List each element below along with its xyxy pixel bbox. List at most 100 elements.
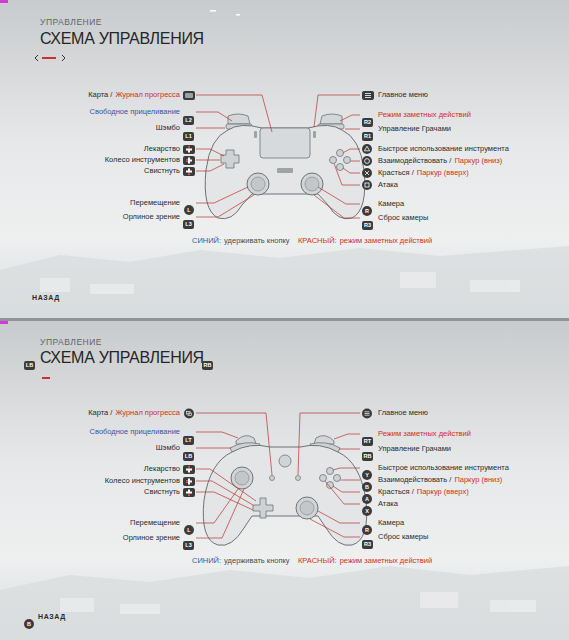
button-glyph: RB [202, 361, 213, 370]
control-label: Камера [378, 199, 404, 209]
button-icon: B [362, 475, 372, 493]
button-icon: R3 [362, 532, 373, 550]
button-glyph: LT [183, 436, 194, 445]
label-row: Камера [378, 199, 404, 209]
control-label: Режим заметных действий [378, 110, 471, 120]
control-label: Быстрое использование инструмента [378, 463, 509, 473]
button-glyph: RT [362, 437, 373, 446]
leader-lines [196, 95, 360, 538]
label-row: Перемещение [130, 198, 180, 208]
screen-section: УПРАВЛЕНИЕ [40, 17, 102, 27]
button-icon: R [362, 199, 372, 217]
legend-key: КРАСНЫЙ: [298, 236, 337, 246]
button-icon: A [362, 487, 372, 505]
button-icon: LB [24, 353, 35, 371]
label-row: Лекарство [144, 144, 180, 154]
button-glyph: L3 [183, 541, 194, 550]
control-label: Атака [378, 499, 398, 509]
label-row: СИНИЙ:удерживать кнопку [192, 236, 290, 246]
control-label: Атака [378, 180, 398, 190]
label-row: Сброс камеры [378, 213, 428, 223]
button-icon: R2 [362, 110, 373, 128]
control-label: Свистнуть [144, 166, 180, 176]
control-label: Карта / [88, 90, 112, 100]
control-label: Орлиное зрение [123, 533, 180, 543]
control-label: Колесо инструментов [105, 155, 180, 165]
button-icon: L [184, 518, 194, 536]
button-icon: R3 [362, 213, 373, 231]
label-row: Главное меню [378, 408, 428, 418]
button-icon: LB [183, 444, 194, 462]
label-row: СХЕМА УПРАВЛЕНИЯ [40, 29, 204, 49]
legend-key: СИНИЙ: [192, 236, 221, 246]
screen-title: СХЕМА УПРАВЛЕНИЯ [40, 348, 204, 368]
button-icon: L3 [183, 533, 194, 551]
label-row: УПРАВЛЕНИЕ [40, 337, 102, 347]
label-row: Шэмбо [156, 123, 180, 133]
button-glyph: RB [362, 452, 373, 461]
label-row: Свободное прицеливание [90, 107, 180, 117]
control-label: Перемещение [130, 198, 180, 208]
label-row: КРАСНЫЙ:режим заметных действий [298, 556, 432, 566]
button-glyph: L1 [183, 132, 194, 141]
control-label: Режим заметных действий [378, 429, 471, 439]
label-row: Режим заметных действий [378, 429, 471, 439]
ps4-controller [205, 114, 365, 219]
panel-divider [0, 318, 569, 321]
control-label: Перемещение [130, 518, 180, 528]
control-label: Быстрое использование инструмента [378, 144, 509, 154]
legend-key: КРАСНЫЙ: [298, 556, 337, 566]
accent-mark [0, 321, 8, 324]
label-row: СХЕМА УПРАВЛЕНИЯ [40, 348, 204, 368]
control-label: Карта / [88, 408, 112, 418]
label-row: Колесо инструментов [105, 155, 180, 165]
control-label: Колесо инструментов [105, 476, 180, 486]
screen-title: СХЕМА УПРАВЛЕНИЯ [40, 29, 204, 49]
label-row: Свистнуть [144, 487, 180, 497]
button-glyph: LB [24, 361, 35, 370]
button-icon: LT [183, 428, 194, 446]
button-icon: RB [362, 444, 373, 462]
accent-mark [210, 10, 216, 12]
city-blocks [40, 272, 536, 614]
tab-marks [35, 55, 65, 379]
button-glyph: L3 [183, 220, 194, 229]
legend-text: удерживать кнопку [224, 236, 290, 246]
label-row: Главное меню [378, 90, 428, 100]
control-label: Главное меню [378, 90, 428, 100]
control-label: Свистнуть [144, 487, 180, 497]
button-glyph: L2 [183, 116, 194, 125]
control-label: Журнал прогресса [115, 90, 180, 100]
control-label: Сброс камеры [378, 213, 428, 223]
label-row: Карта /Журнал прогресса [88, 90, 180, 100]
legend-text: удерживать кнопку [224, 556, 290, 566]
label-row: Шэмбо [156, 443, 180, 453]
button-glyph: Y [362, 470, 372, 480]
label-row: Орлиное зрение [123, 212, 180, 222]
button-glyph: L [184, 205, 194, 215]
button-glyph: B [24, 619, 34, 629]
button-glyph: A [362, 494, 372, 504]
button-icon: Y [362, 463, 372, 481]
legend-text: режим заметных действий [340, 236, 432, 246]
button-glyph: R1 [362, 132, 373, 141]
label-row: НАЗАД [32, 293, 60, 303]
control-label: Управление Грачами [378, 444, 451, 454]
button-icon: R [362, 518, 372, 536]
control-label: Паркур (вниз) [454, 475, 502, 485]
button-glyph: L [184, 525, 194, 535]
label-row: Быстрое использование инструмента [378, 463, 509, 473]
control-label: Взаимодействовать / [378, 475, 451, 485]
label-row: Управление Грачами [378, 124, 451, 134]
back-button-label: НАЗАД [38, 612, 66, 622]
control-label: Сброс камеры [378, 532, 428, 542]
control-label: Взаимодействовать / [378, 156, 451, 166]
control-label: Свободное прицеливание [90, 427, 180, 437]
button-glyph: B [362, 482, 372, 492]
button-icon: L2 [183, 108, 194, 126]
accent-mark [0, 0, 8, 3]
label-row: Взаимодействовать /Паркур (вниз) [378, 475, 502, 485]
control-label: Камера [378, 518, 404, 528]
